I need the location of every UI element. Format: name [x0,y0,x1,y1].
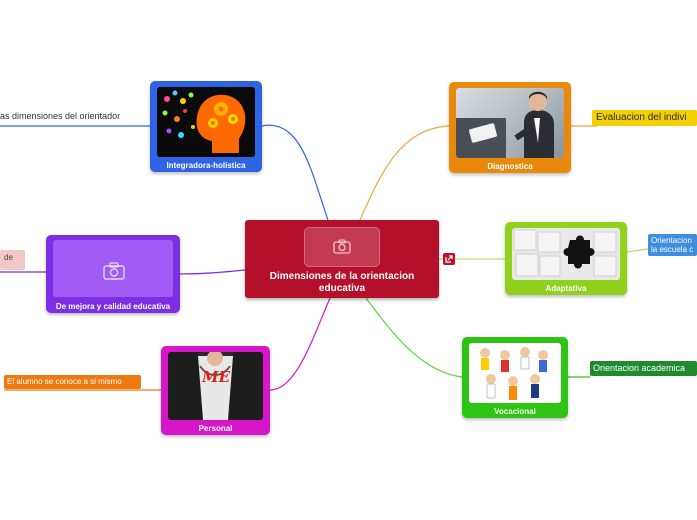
topic-orientacion-escuela-line1: Orientacion [651,236,692,245]
camera-icon [103,262,125,280]
topic-de[interactable]: de [0,250,25,270]
connector-adaptativa-topic [626,248,649,253]
node-diagnostica[interactable]: Diagnostica [449,82,571,173]
central-image-placeholder [304,227,380,267]
topic-evaluacion-text: Evaluacion del indivi [596,112,687,123]
node-adaptativa[interactable]: Adaptativa [505,222,627,295]
node-integradora[interactable]: Integradora-holística [150,81,262,172]
node-integradora-label: Integradora-holística [166,161,246,170]
me-badge-text: ME [201,368,231,386]
topic-dimensiones-orientador-text: as dimensiones del orientador [0,111,121,121]
node-mejora-label: De mejora y calidad educativa [55,302,171,311]
topic-orientacion-academica[interactable]: Orientacion academica [590,361,697,376]
topic-orientacion-escuela[interactable]: Orientacion la escuela c [648,234,697,256]
professions-icon [469,343,561,403]
topic-evaluacion[interactable]: Evaluacion del indivi [592,110,697,126]
puzzle-icon [512,228,620,280]
connector-diagnostica [359,125,450,221]
link-icon[interactable] [443,253,455,265]
camera-icon [333,239,351,254]
topic-alumno[interactable]: El alumno se conoce a si mismo [4,375,141,389]
node-diagnostica-label: Diagnostica [487,162,533,171]
consultation-photo [456,88,564,158]
central-topic[interactable]: Dimensiones de la orientacion educativa [245,220,439,298]
node-vocacional[interactable]: Vocacional [462,337,568,418]
node-personal-label: Personal [198,424,233,433]
topic-de-text: de [4,253,13,262]
node-adaptativa-label: Adaptativa [545,284,587,293]
connector-vocacional [365,297,463,378]
topic-alumno-text: El alumno se conoce a si mismo [7,377,122,386]
superhero-me-icon: ME [168,352,263,420]
topic-dimensiones-orientador[interactable]: as dimensiones del orientador [0,111,132,125]
connector-integradora [261,124,329,221]
topic-orientacion-academica-text: Orientacion academica [593,363,686,373]
node-personal[interactable]: ME Personal [161,346,270,435]
node-vocacional-label: Vocacional [494,407,536,416]
image-placeholder [53,240,173,297]
connector-mejora [179,269,246,275]
node-mejora[interactable]: De mejora y calidad educativa [46,235,180,313]
topic-orientacion-escuela-line2: la escuela c [651,245,694,254]
central-topic-title: Dimensiones de la orientacion educativa [269,271,415,294]
connector-personal [269,297,331,391]
brain-gears-icon [157,87,255,157]
